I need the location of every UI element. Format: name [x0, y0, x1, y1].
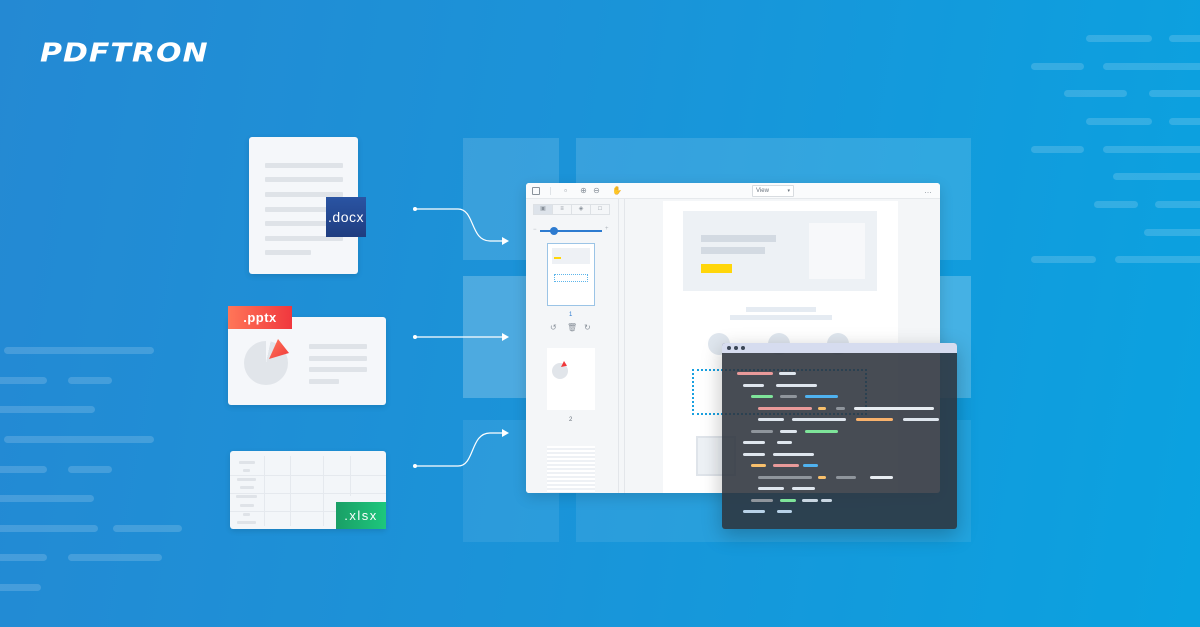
sidebar-tabs: ▣ ≡ ◈ □ — [533, 204, 610, 215]
thumbnail-size-slider[interactable] — [540, 230, 602, 232]
page-number-2: 2 — [569, 417, 573, 423]
rotate-left-icon[interactable]: ↺ — [550, 323, 557, 332]
code-window-titlebar — [722, 343, 957, 353]
pdftron-logo: PDFTRON — [40, 38, 209, 69]
zoom-plus-icon[interactable]: + — [605, 226, 609, 232]
outline-tab[interactable]: ≡ — [553, 205, 572, 214]
arrow-pptx-to-viewer — [413, 333, 509, 341]
page-thumbnail-1[interactable] — [547, 243, 595, 306]
page-thumbnail-3[interactable] — [547, 446, 595, 493]
more-menu-button[interactable]: … — [924, 186, 932, 195]
panel-toggle-icon[interactable] — [532, 187, 540, 195]
thumbnails-tab[interactable]: ▣ — [534, 205, 553, 214]
pptx-file-card — [228, 317, 386, 405]
pan-hand-icon[interactable]: ✋ — [612, 186, 622, 195]
zoom-in-icon[interactable]: ⊕ — [580, 186, 587, 195]
viewer-toolbar: ▫ ⊕ ⊖ ✋ View ▾ … — [526, 183, 940, 199]
pptx-badge: .pptx — [228, 306, 292, 329]
delete-icon[interactable]: 🗑 — [567, 323, 578, 332]
view-mode-select[interactable]: View ▾ — [752, 185, 794, 197]
arrow-docx-to-viewer — [413, 207, 509, 245]
document-icon[interactable]: ▫ — [564, 186, 567, 195]
page-thumbnail-2[interactable] — [547, 348, 595, 410]
sidebar-resize-handle[interactable] — [624, 199, 625, 493]
slider-handle[interactable] — [550, 227, 558, 235]
bookmarks-tab[interactable]: □ — [598, 206, 602, 212]
xlsx-badge: .xlsx — [336, 502, 386, 529]
zoom-out-icon[interactable]: ⊖ — [593, 186, 600, 195]
layers-tab[interactable]: ◈ — [572, 205, 591, 214]
chevron-down-icon: ▾ — [787, 188, 790, 194]
arrow-xlsx-to-viewer — [413, 429, 509, 468]
code-editor-window — [722, 343, 957, 529]
thumbnail-sidebar: ▣ ≡ ◈ □ − + 1 ↺ 🗑 ↻ 2 — [526, 199, 619, 493]
rotate-right-icon[interactable]: ↻ — [584, 323, 591, 332]
zoom-minus-icon[interactable]: − — [533, 227, 537, 233]
view-mode-label: View — [756, 188, 769, 194]
xlsx-file-card — [230, 451, 386, 529]
image-placeholder-icon — [809, 223, 865, 279]
docx-badge: .docx — [326, 197, 366, 237]
page-number-1: 1 — [569, 312, 573, 318]
